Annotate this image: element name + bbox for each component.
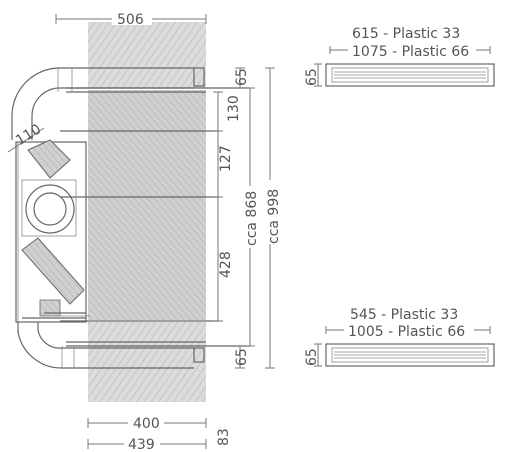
dim-bottom-83: 83: [216, 428, 232, 446]
dim-bottom-439-label: 439: [128, 437, 155, 452]
lower-duct: [17, 322, 194, 369]
dim-65-top-label: 65: [234, 68, 250, 86]
dim-bottom-83-label: 83: [216, 428, 232, 446]
dim-bottom-400-label: 400: [133, 416, 160, 432]
wall-openings: [193, 67, 205, 363]
grille-bottom-detail: 545 - Plastic 33 1005 - Plastic 66 65: [304, 307, 495, 367]
fan-icon: [21, 179, 77, 237]
grille-bottom-line2: 1005 - Plastic 66: [348, 324, 465, 340]
dim-top-width-label: 506: [117, 12, 144, 28]
wall-bottom-section: [88, 322, 206, 402]
heat-exchanger-upper: [27, 139, 71, 179]
grille-bottom-depth: 65: [304, 348, 320, 366]
grille-top-line2: 1075 - Plastic 66: [352, 44, 469, 60]
dim-cca-868-label: cca 868: [244, 191, 260, 246]
wall-middle-section: [88, 90, 206, 320]
grille-top-icon: [325, 63, 495, 87]
dim-65-bottom: 65: [234, 346, 250, 369]
dim-right-inner: 130 127 428: [213, 91, 242, 322]
grille-bottom-line1: 545 - Plastic 33: [350, 307, 458, 323]
wall-top-section: [88, 22, 206, 88]
ventilation-unit: [15, 139, 90, 323]
dim-65-bottom-label: 65: [234, 348, 250, 366]
dim-cca-868: cca 868: [240, 87, 260, 347]
dim-cca-998-label: cca 998: [266, 189, 282, 244]
dim-top-width: 506: [55, 9, 207, 28]
condensate-tray: [22, 312, 90, 319]
grille-top-detail: 615 - Plastic 33 1075 - Plastic 66 65: [304, 26, 495, 87]
dim-bottom-400: 400: [87, 413, 207, 432]
dim-65-top: 65: [234, 67, 250, 88]
dim-cca-998: cca 998: [260, 67, 282, 369]
heat-exchanger-lower: [21, 237, 85, 317]
dim-127-label: 127: [218, 145, 234, 172]
grille-bottom-icon: [325, 343, 495, 367]
upper-duct: [11, 67, 194, 140]
wall: [88, 22, 206, 402]
dim-428-label: 428: [218, 251, 234, 278]
dim-bottom-439: 439: [87, 434, 207, 452]
grille-top-line1: 615 - Plastic 33: [352, 26, 460, 42]
dim-130-label: 130: [226, 95, 242, 122]
grille-top-depth: 65: [304, 68, 320, 86]
